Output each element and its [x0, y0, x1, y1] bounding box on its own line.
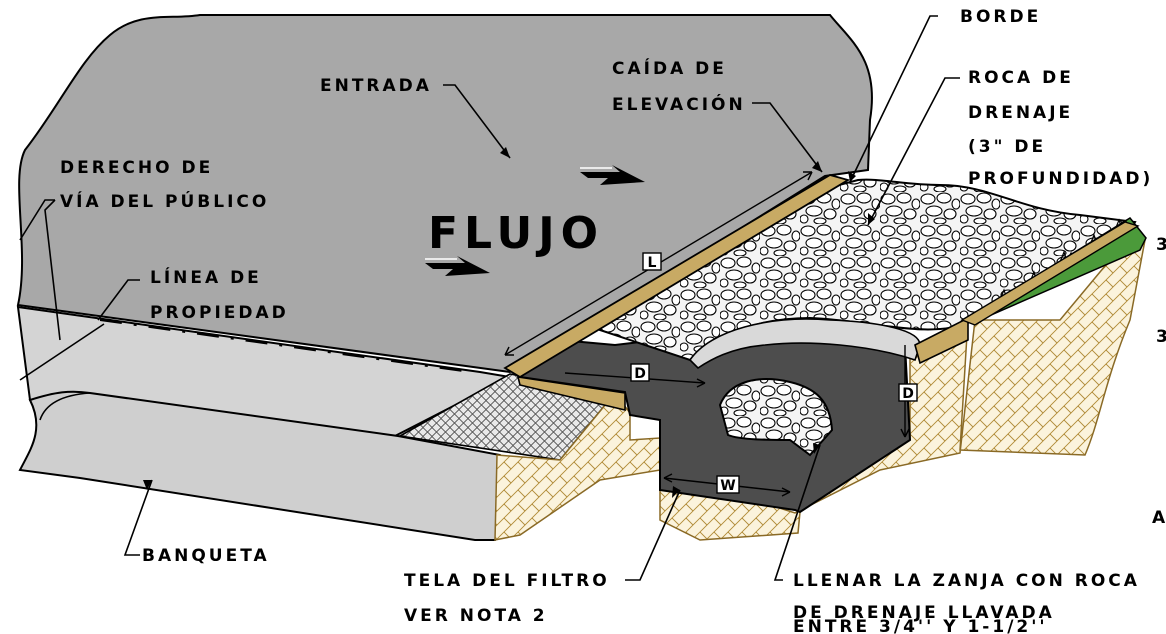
flow-arrow-lower	[425, 256, 490, 276]
label-flujo: FLUJO	[428, 208, 604, 259]
leader-lines	[19, 15, 960, 581]
edge-mark-3: A	[1152, 508, 1166, 528]
edge-mark-1: 3	[1156, 235, 1166, 255]
dim-label-depth-left: D	[630, 363, 650, 382]
border-board-side	[516, 376, 626, 412]
label-via-publico: VÍA DEL PÚBLICO	[60, 190, 269, 212]
driveway-surface	[16, 14, 873, 374]
rock-core	[718, 378, 834, 457]
dim-label-width: W	[716, 475, 740, 494]
label-elevacion: ELEVACIÓN	[612, 93, 746, 115]
dim-label-length: L	[642, 252, 662, 271]
label-propiedad: PROPIEDAD	[150, 303, 289, 323]
label-borde: BORDE	[960, 7, 1041, 27]
label-tela-filtro: TELA DEL FILTRO	[404, 571, 610, 591]
leader-arrowheads	[143, 147, 875, 498]
svg-text:W: W	[720, 478, 735, 494]
label-ver-nota: VER NOTA 2	[404, 606, 548, 626]
property-line	[99, 319, 471, 373]
flow-arrow-upper	[580, 165, 645, 185]
soil-left	[494, 238, 1147, 541]
border-board-main	[503, 174, 851, 379]
edge-mark-2: 3	[1156, 327, 1166, 347]
label-entrada: ENTRADA	[320, 76, 432, 96]
label-linea-de: LÍNEA DE	[150, 266, 262, 288]
label-de-drenaje-llavada: DE DRENAJE LLAVADA	[793, 603, 1055, 623]
svg-text:D: D	[634, 366, 646, 382]
label-caida-de: CAÍDA DE	[612, 57, 727, 79]
label-llenar: LLENAR LA ZANJA CON ROCA	[793, 571, 1140, 591]
curb-top-line	[39, 392, 91, 421]
svg-text:L: L	[648, 255, 657, 271]
label-derecho-de: DERECHO DE	[60, 158, 213, 178]
label-entre: ENTRE 3/4'' Y 1-1/2''	[793, 617, 1048, 634]
label-drenaje: DRENAJE	[968, 103, 1073, 123]
label-profundidad: PROFUNDIDAD)	[968, 169, 1153, 189]
border-board-right	[914, 316, 969, 365]
dim-label-depth-right: D	[898, 383, 918, 402]
label-tres-de: (3" DE	[968, 137, 1046, 157]
border-board-right-top	[960, 221, 1140, 326]
label-roca-de: ROCA DE	[968, 68, 1074, 88]
label-banqueta: BANQUETA	[142, 546, 270, 566]
svg-text:D: D	[902, 386, 914, 402]
